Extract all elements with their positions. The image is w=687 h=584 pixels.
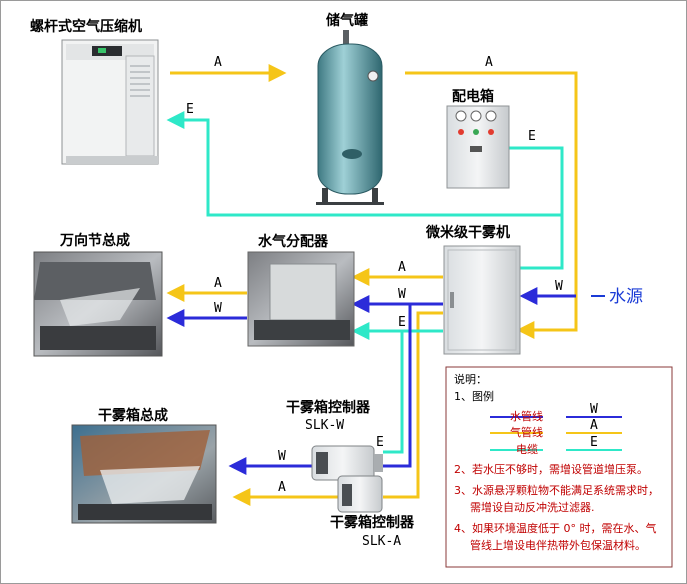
pipe-label-e-2: E bbox=[528, 129, 536, 144]
label-controller-a: 干雾箱控制器 bbox=[330, 514, 415, 531]
pipe-lines bbox=[166, 64, 578, 506]
pipe-label-a-2: A bbox=[485, 55, 493, 70]
pipe-label-w-3: W bbox=[555, 279, 563, 294]
controller-a-picture bbox=[337, 475, 383, 513]
legend-title: 说明： bbox=[454, 372, 487, 386]
label-tank: 储气罐 bbox=[325, 12, 368, 29]
distributor-picture bbox=[247, 251, 355, 347]
label-fog-box-assembly: 干雾箱总成 bbox=[98, 407, 168, 424]
electric-line-fogger-compressor bbox=[166, 111, 564, 270]
label-joint-assembly: 万向节总成 bbox=[59, 232, 130, 249]
electric-line-fogger-controller bbox=[383, 329, 443, 454]
pipe-label-e-1: E bbox=[186, 102, 194, 117]
label-distributor: 水气分配器 bbox=[258, 233, 329, 250]
legend-note3a: 3、水源悬浮颗粒物不能满足系统需求时， bbox=[454, 483, 659, 497]
legend-water-name: 水管线 bbox=[510, 409, 543, 423]
label-fogger: 微米级干雾机 bbox=[425, 224, 510, 241]
legend-air-code: A bbox=[590, 418, 598, 433]
pipe-label-w-4: W bbox=[278, 449, 286, 464]
legend-note2: 2、若水压不够时，需增设管道增压泵。 bbox=[454, 462, 648, 476]
legend-water-code: W bbox=[590, 402, 598, 417]
fogger-picture bbox=[443, 245, 521, 355]
pipe-label-e-4: E bbox=[376, 435, 384, 450]
pipe-label-w-1: W bbox=[398, 287, 406, 302]
label-controller-w: 干雾箱控制器 bbox=[286, 399, 371, 416]
air-line-fogger-controller-a bbox=[383, 311, 443, 499]
legend-note4a: 4、如果环境温度低于 0° 时，需在水、气 bbox=[454, 521, 657, 535]
air-line-tank-fogger bbox=[405, 71, 578, 339]
label-compressor: 螺杆式空气压缩机 bbox=[30, 18, 142, 35]
pipe-label-a-1: A bbox=[214, 55, 222, 70]
pipe-label-a-5: A bbox=[278, 480, 286, 495]
compressor-picture bbox=[61, 39, 159, 165]
legend-electric-name: 电缆 bbox=[516, 443, 538, 456]
label-power-box: 配电箱 bbox=[452, 88, 494, 105]
power-box-picture bbox=[446, 105, 510, 189]
water-line-fogger-controller-w bbox=[383, 302, 443, 468]
controller-w-picture bbox=[311, 445, 383, 481]
water-source-label: 水源 bbox=[609, 287, 643, 307]
legend-box: 说明： 1、图例 水管线 W 气管线 A 电缆 E 2、若水压不够时，需增设管道… bbox=[445, 366, 673, 568]
pipe-label-a-3: A bbox=[398, 260, 406, 275]
pipe-labels: A A E E A W E A W W E W A bbox=[186, 55, 563, 495]
legend-note4b: 管线上增设电伴热带外包保温材料。 bbox=[470, 538, 646, 552]
fog-box-assembly-picture bbox=[71, 424, 217, 524]
pipe-label-w-2: W bbox=[214, 301, 222, 316]
pipe-label-e-3: E bbox=[398, 315, 406, 330]
legend-electric-code: E bbox=[590, 435, 598, 450]
legend-item1: 1、图例 bbox=[454, 389, 494, 403]
joint-assembly-picture bbox=[33, 251, 163, 357]
legend-note3b: 需增设自动反冲洗过滤器. bbox=[470, 500, 595, 514]
tank-picture bbox=[316, 30, 384, 205]
pipe-label-a-4: A bbox=[214, 276, 222, 291]
legend-air-name: 气管线 bbox=[510, 425, 543, 439]
electric-line-powerbox bbox=[507, 146, 564, 215]
label-controller-a-code: SLK-A bbox=[362, 534, 401, 549]
label-controller-w-code: SLK-W bbox=[305, 418, 344, 433]
